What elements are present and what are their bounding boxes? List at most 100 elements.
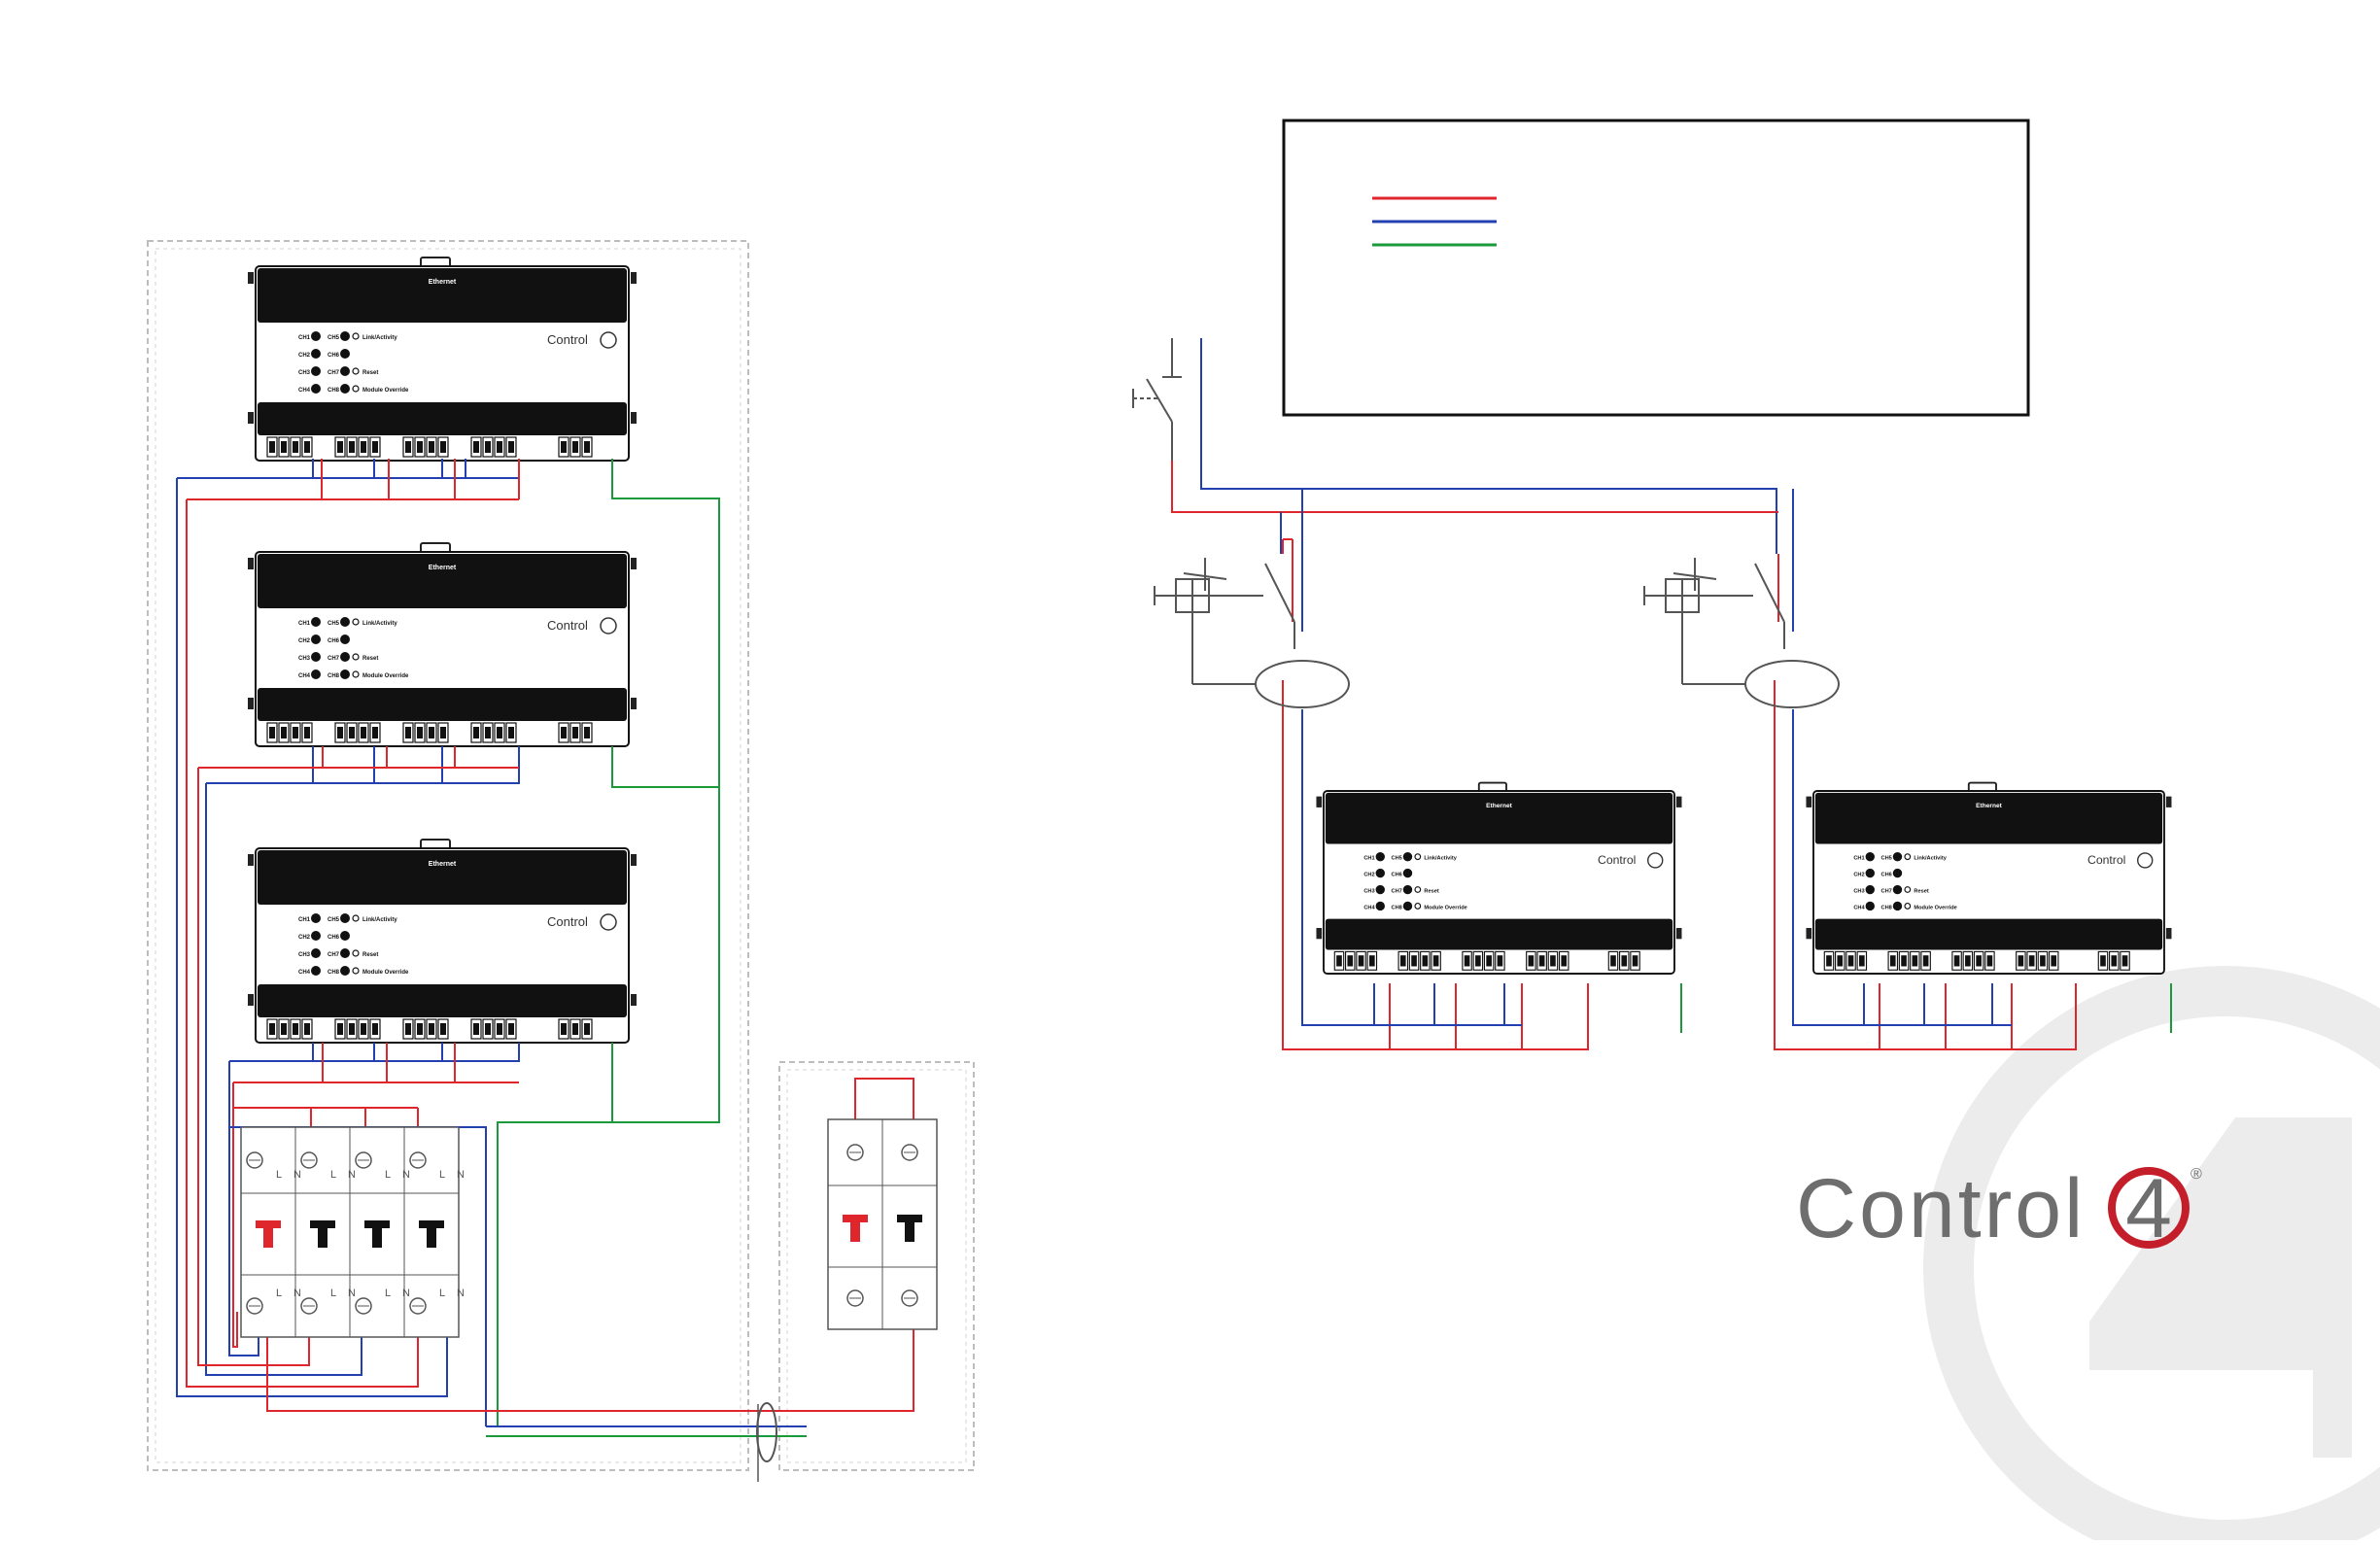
channel-label: CH3: [1853, 888, 1864, 894]
channel-label: CH6: [328, 353, 340, 359]
breaker-label-line: L: [276, 1169, 282, 1181]
breaker-toggle[interactable]: [843, 1215, 868, 1222]
status-label: Reset: [362, 656, 378, 662]
rcbo-right: [1643, 558, 1840, 708]
status-label: Link/Activity: [362, 917, 397, 923]
channel-label: CH6: [328, 638, 340, 644]
channel-label: CH8: [328, 388, 340, 394]
module-ethernet-label: Ethernet: [429, 279, 457, 286]
channel-label: CH3: [298, 370, 311, 376]
wiring-right: [1171, 338, 2172, 1050]
rcbo-left: [1154, 558, 1350, 708]
channel-label: CH5: [1881, 856, 1892, 862]
channel-label: CH6: [1392, 872, 1402, 877]
channel-label: CH5: [1392, 856, 1402, 862]
module-brand: Control: [2087, 853, 2125, 867]
status-label: Reset: [1914, 888, 1928, 894]
enclosure-main: [147, 240, 749, 1471]
channel-label: CH2: [298, 638, 311, 644]
cable-gland: [756, 1402, 777, 1462]
module-brand: Control: [547, 332, 588, 347]
status-label: Link/Activity: [1424, 856, 1457, 862]
status-label: Reset: [362, 952, 378, 958]
channel-label: CH2: [1363, 872, 1374, 877]
module-ethernet-label: Ethernet: [1486, 803, 1512, 809]
channel-label: CH4: [298, 970, 311, 976]
channel-label: CH8: [1392, 905, 1402, 910]
enclosure-sub: [778, 1061, 975, 1471]
legend-box: [1282, 119, 2030, 417]
channel-label: CH4: [298, 388, 311, 394]
channel-label: CH8: [328, 673, 340, 679]
status-label: Module Override: [362, 673, 409, 679]
status-label: Module Override: [1914, 905, 1956, 910]
channel-label: CH7: [328, 370, 340, 376]
channel-label: CH1: [298, 621, 311, 627]
channel-label: CH8: [1881, 905, 1892, 910]
module-ethernet-label: Ethernet: [1976, 803, 2002, 809]
breaker-label-line: L: [439, 1169, 445, 1181]
breaker-label-neutral: N: [402, 1288, 410, 1299]
breaker-label-line: L: [330, 1288, 336, 1299]
module-ethernet-label: Ethernet: [429, 565, 457, 571]
channel-label: CH2: [298, 935, 311, 941]
control4-logo: Control 4 ®: [1796, 1162, 2202, 1255]
wiring-left: [176, 459, 914, 1437]
status-label: Reset: [362, 370, 378, 376]
status-label: Link/Activity: [362, 621, 397, 627]
channel-label: CH4: [1853, 905, 1865, 910]
channel-label: CH2: [1853, 872, 1864, 877]
breaker-label-line: L: [385, 1288, 391, 1299]
module-ethernet-label: Ethernet: [429, 861, 457, 868]
channel-label: CH7: [328, 656, 340, 662]
breaker-toggle[interactable]: [364, 1220, 390, 1228]
channel-label: CH7: [1392, 888, 1402, 894]
channel-label: CH4: [1363, 905, 1375, 910]
module-brand: Control: [547, 618, 588, 633]
status-label: Module Override: [362, 970, 409, 976]
breaker-label-line: L: [439, 1288, 445, 1299]
breaker-label-neutral: N: [348, 1288, 356, 1299]
status-label: Link/Activity: [362, 335, 397, 341]
breaker-label-line: L: [330, 1169, 336, 1181]
logo-word: Control: [1796, 1162, 2086, 1255]
channel-label: CH1: [1853, 856, 1864, 862]
module-brand: Control: [547, 914, 588, 929]
channel-label: CH1: [1363, 856, 1374, 862]
breaker-label-neutral: N: [348, 1169, 356, 1181]
breaker-toggle[interactable]: [897, 1215, 922, 1222]
channel-label: CH1: [298, 335, 311, 341]
status-label: Reset: [1424, 888, 1438, 894]
logo-digit: 4: [2125, 1162, 2172, 1255]
breaker-toggle[interactable]: [419, 1220, 444, 1228]
breaker-label-line: L: [276, 1288, 282, 1299]
status-label: Link/Activity: [1914, 856, 1947, 862]
breaker-label-neutral: N: [457, 1169, 465, 1181]
status-label: Module Override: [1424, 905, 1466, 910]
logo-registered: ®: [2190, 1166, 2202, 1183]
channel-label: CH7: [328, 952, 340, 958]
breaker-label-neutral: N: [457, 1288, 465, 1299]
channel-label: CH5: [328, 335, 340, 341]
channel-label: CH7: [1881, 888, 1892, 894]
status-label: Module Override: [362, 388, 409, 394]
breaker-label-neutral: N: [402, 1169, 410, 1181]
channel-label: CH1: [298, 917, 311, 923]
watermark-four: [1923, 966, 2380, 1545]
breaker-label-neutral: N: [293, 1169, 301, 1181]
channel-label: CH6: [328, 935, 340, 941]
channel-label: CH2: [298, 353, 311, 359]
breaker-block-sub: [827, 1118, 938, 1330]
main-isolator-switch: [1132, 338, 1182, 461]
breaker-toggle[interactable]: [256, 1220, 281, 1228]
channel-label: CH5: [328, 621, 340, 627]
breaker-toggle[interactable]: [310, 1220, 335, 1228]
